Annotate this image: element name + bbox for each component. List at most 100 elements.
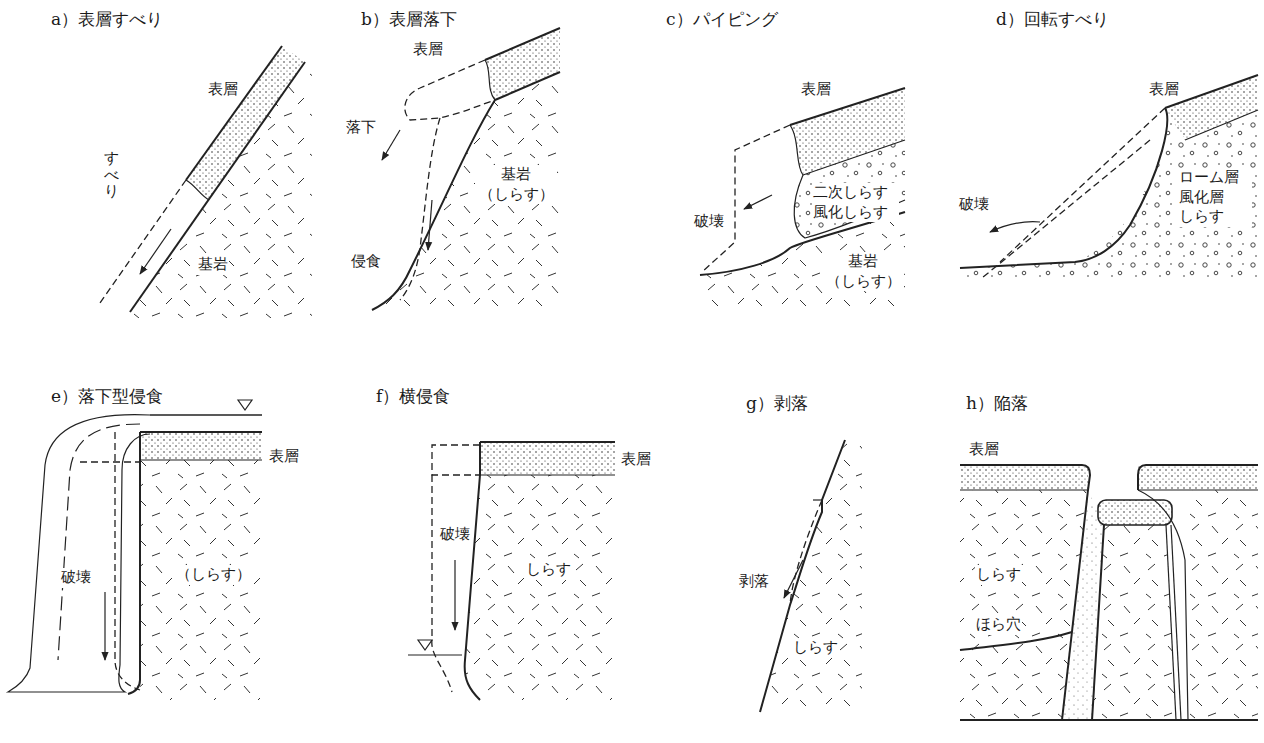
part-label: 破壊 bbox=[439, 525, 471, 545]
panel-h-collapse-stroke bbox=[1171, 525, 1181, 720]
panel-e-fall-erosion-stroke bbox=[140, 432, 262, 460]
part-label: ローム層 風化層 しらす bbox=[1178, 168, 1252, 227]
part-label: 二次しらす 風化しらす bbox=[812, 183, 899, 222]
panel-f-lateral-erosion-stroke bbox=[480, 441, 615, 443]
panel-h-collapse-stroke bbox=[1138, 490, 1188, 720]
panel-b-surface-fall-stroke bbox=[382, 130, 400, 160]
panel-e-fall-erosion-stroke bbox=[80, 461, 140, 462]
panel-f-lateral-erosion-stroke bbox=[480, 442, 615, 475]
panel-c-piping-stroke bbox=[790, 125, 905, 238]
part-label: すべり bbox=[103, 150, 120, 200]
part-label: 基岩 （しらす） bbox=[822, 252, 904, 291]
panel-g-spalling-stroke bbox=[813, 499, 822, 500]
part-label: 侵食 bbox=[350, 252, 382, 272]
panel-e-fall-erosion-stroke bbox=[140, 459, 262, 460]
panel-a-surface-slide-stroke bbox=[130, 62, 312, 318]
panel-d-rotational-slide-stroke bbox=[1000, 108, 1165, 262]
panel-c-piping-stroke bbox=[790, 88, 905, 175]
panel-d-rotational-slide-stroke bbox=[982, 140, 1150, 278]
panel-a-surface-slide-stroke bbox=[140, 229, 171, 274]
part-label: しらす bbox=[792, 638, 839, 658]
panel-c-piping bbox=[700, 88, 905, 312]
panel-a-surface-slide-stroke bbox=[186, 46, 305, 200]
panel-f-lateral-erosion-stroke bbox=[432, 475, 452, 692]
panel-d-rotational-slide-stroke bbox=[960, 110, 1258, 282]
part-label: 表層 bbox=[620, 450, 652, 470]
panel-b-surface-fall-stroke bbox=[405, 60, 495, 120]
panel-title: f）横侵食 bbox=[375, 385, 451, 407]
panel-e-fall-erosion-stroke bbox=[140, 431, 262, 433]
panel-b-surface-fall-stroke bbox=[400, 118, 440, 300]
panel-b-surface-fall-stroke bbox=[485, 60, 495, 100]
panel-b-surface-fall-stroke bbox=[372, 72, 562, 310]
part-label: 破壊 bbox=[693, 212, 725, 232]
part-label: 表層 bbox=[968, 440, 1000, 460]
panel-h-collapse-stroke bbox=[1138, 489, 1258, 490]
panel-e-fall-erosion-stroke bbox=[150, 414, 262, 415]
panel-b-surface-fall-stroke bbox=[495, 72, 560, 100]
panel-e-fall-erosion-stroke bbox=[238, 400, 252, 410]
panel-d-rotational-slide-stroke bbox=[990, 222, 1040, 232]
panel-e-fall-erosion-stroke bbox=[115, 432, 140, 690]
panel-a-surface-slide bbox=[100, 46, 312, 318]
panel-g-spalling-stroke bbox=[784, 560, 803, 598]
panel-title: a）表層すべり bbox=[50, 8, 164, 30]
panel-title: c）パイピング bbox=[665, 8, 779, 30]
panel-b-surface-fall-stroke bbox=[428, 200, 432, 250]
panel-c-piping-stroke bbox=[702, 125, 790, 272]
part-label: 表層 bbox=[268, 447, 300, 467]
panel-g-spalling-stroke bbox=[760, 440, 845, 712]
panel-title: h）陥落 bbox=[965, 392, 1029, 414]
panel-f-lateral-erosion-stroke bbox=[480, 474, 615, 475]
panel-h-collapse-stroke bbox=[960, 465, 1090, 490]
panel-f-lateral-erosion-stroke bbox=[418, 640, 432, 650]
part-label: 表層 bbox=[207, 80, 239, 100]
panel-title: g）剥落 bbox=[745, 392, 809, 414]
panel-e-fall-erosion-stroke bbox=[140, 460, 262, 700]
panel-f-lateral-erosion-stroke bbox=[454, 560, 455, 630]
panel-f-lateral-erosion bbox=[408, 442, 615, 700]
panel-h-collapse-stroke bbox=[960, 632, 1072, 650]
panel-h-collapse-stroke bbox=[960, 465, 1088, 490]
panel-g-spalling bbox=[760, 440, 862, 712]
panel-c-piping-stroke bbox=[803, 140, 905, 175]
panel-h-collapse-stroke bbox=[960, 719, 1258, 721]
panel-e-fall-erosion-stroke bbox=[128, 432, 140, 694]
panel-d-rotational-slide-stroke bbox=[1185, 110, 1258, 140]
panel-h-collapse-stroke bbox=[1092, 525, 1104, 720]
part-label: 表層 bbox=[412, 40, 444, 60]
part-label: 破壊 bbox=[958, 195, 990, 215]
panel-h-collapse-stroke bbox=[1062, 490, 1104, 720]
panel-h-collapse-stroke bbox=[1138, 465, 1258, 490]
panel-e-fall-erosion-stroke bbox=[104, 592, 105, 660]
panel-h-collapse-stroke bbox=[1185, 490, 1258, 720]
panel-f-lateral-erosion-stroke bbox=[408, 654, 462, 655]
panel-g-spalling-stroke bbox=[760, 440, 862, 712]
part-label: ほら穴 bbox=[975, 615, 1022, 635]
part-label: （しらす） bbox=[175, 565, 252, 585]
panel-h-collapse-stroke bbox=[1166, 525, 1176, 720]
panel-f-lateral-erosion-stroke bbox=[465, 442, 480, 700]
part-label: 落下 bbox=[345, 118, 377, 138]
panel-h-collapse-stroke bbox=[1092, 525, 1176, 720]
part-label: しらす bbox=[525, 560, 572, 580]
panel-h-collapse bbox=[960, 465, 1258, 720]
panel-b-surface-fall-stroke bbox=[485, 28, 560, 100]
panel-title: d）回転すべり bbox=[995, 8, 1110, 30]
part-label: 破壊 bbox=[60, 568, 92, 588]
panel-e-fall-erosion-stroke bbox=[8, 415, 262, 692]
panel-h-collapse-stroke bbox=[1138, 465, 1258, 490]
part-label: 基岩 （しらす） bbox=[475, 165, 557, 204]
panel-d-rotational-slide bbox=[960, 75, 1258, 282]
part-label: 剥落 bbox=[738, 572, 770, 592]
panel-h-collapse-stroke bbox=[1098, 500, 1172, 525]
panel-a-surface-slide-stroke bbox=[186, 46, 282, 180]
panel-b-surface-fall bbox=[372, 28, 562, 310]
part-label: 表層 bbox=[1148, 80, 1180, 100]
panel-f-lateral-erosion-stroke bbox=[432, 445, 480, 475]
panel-d-rotational-slide-stroke bbox=[960, 108, 1167, 268]
panel-a-surface-slide-stroke bbox=[130, 62, 305, 312]
panel-h-collapse-stroke bbox=[960, 489, 1088, 490]
